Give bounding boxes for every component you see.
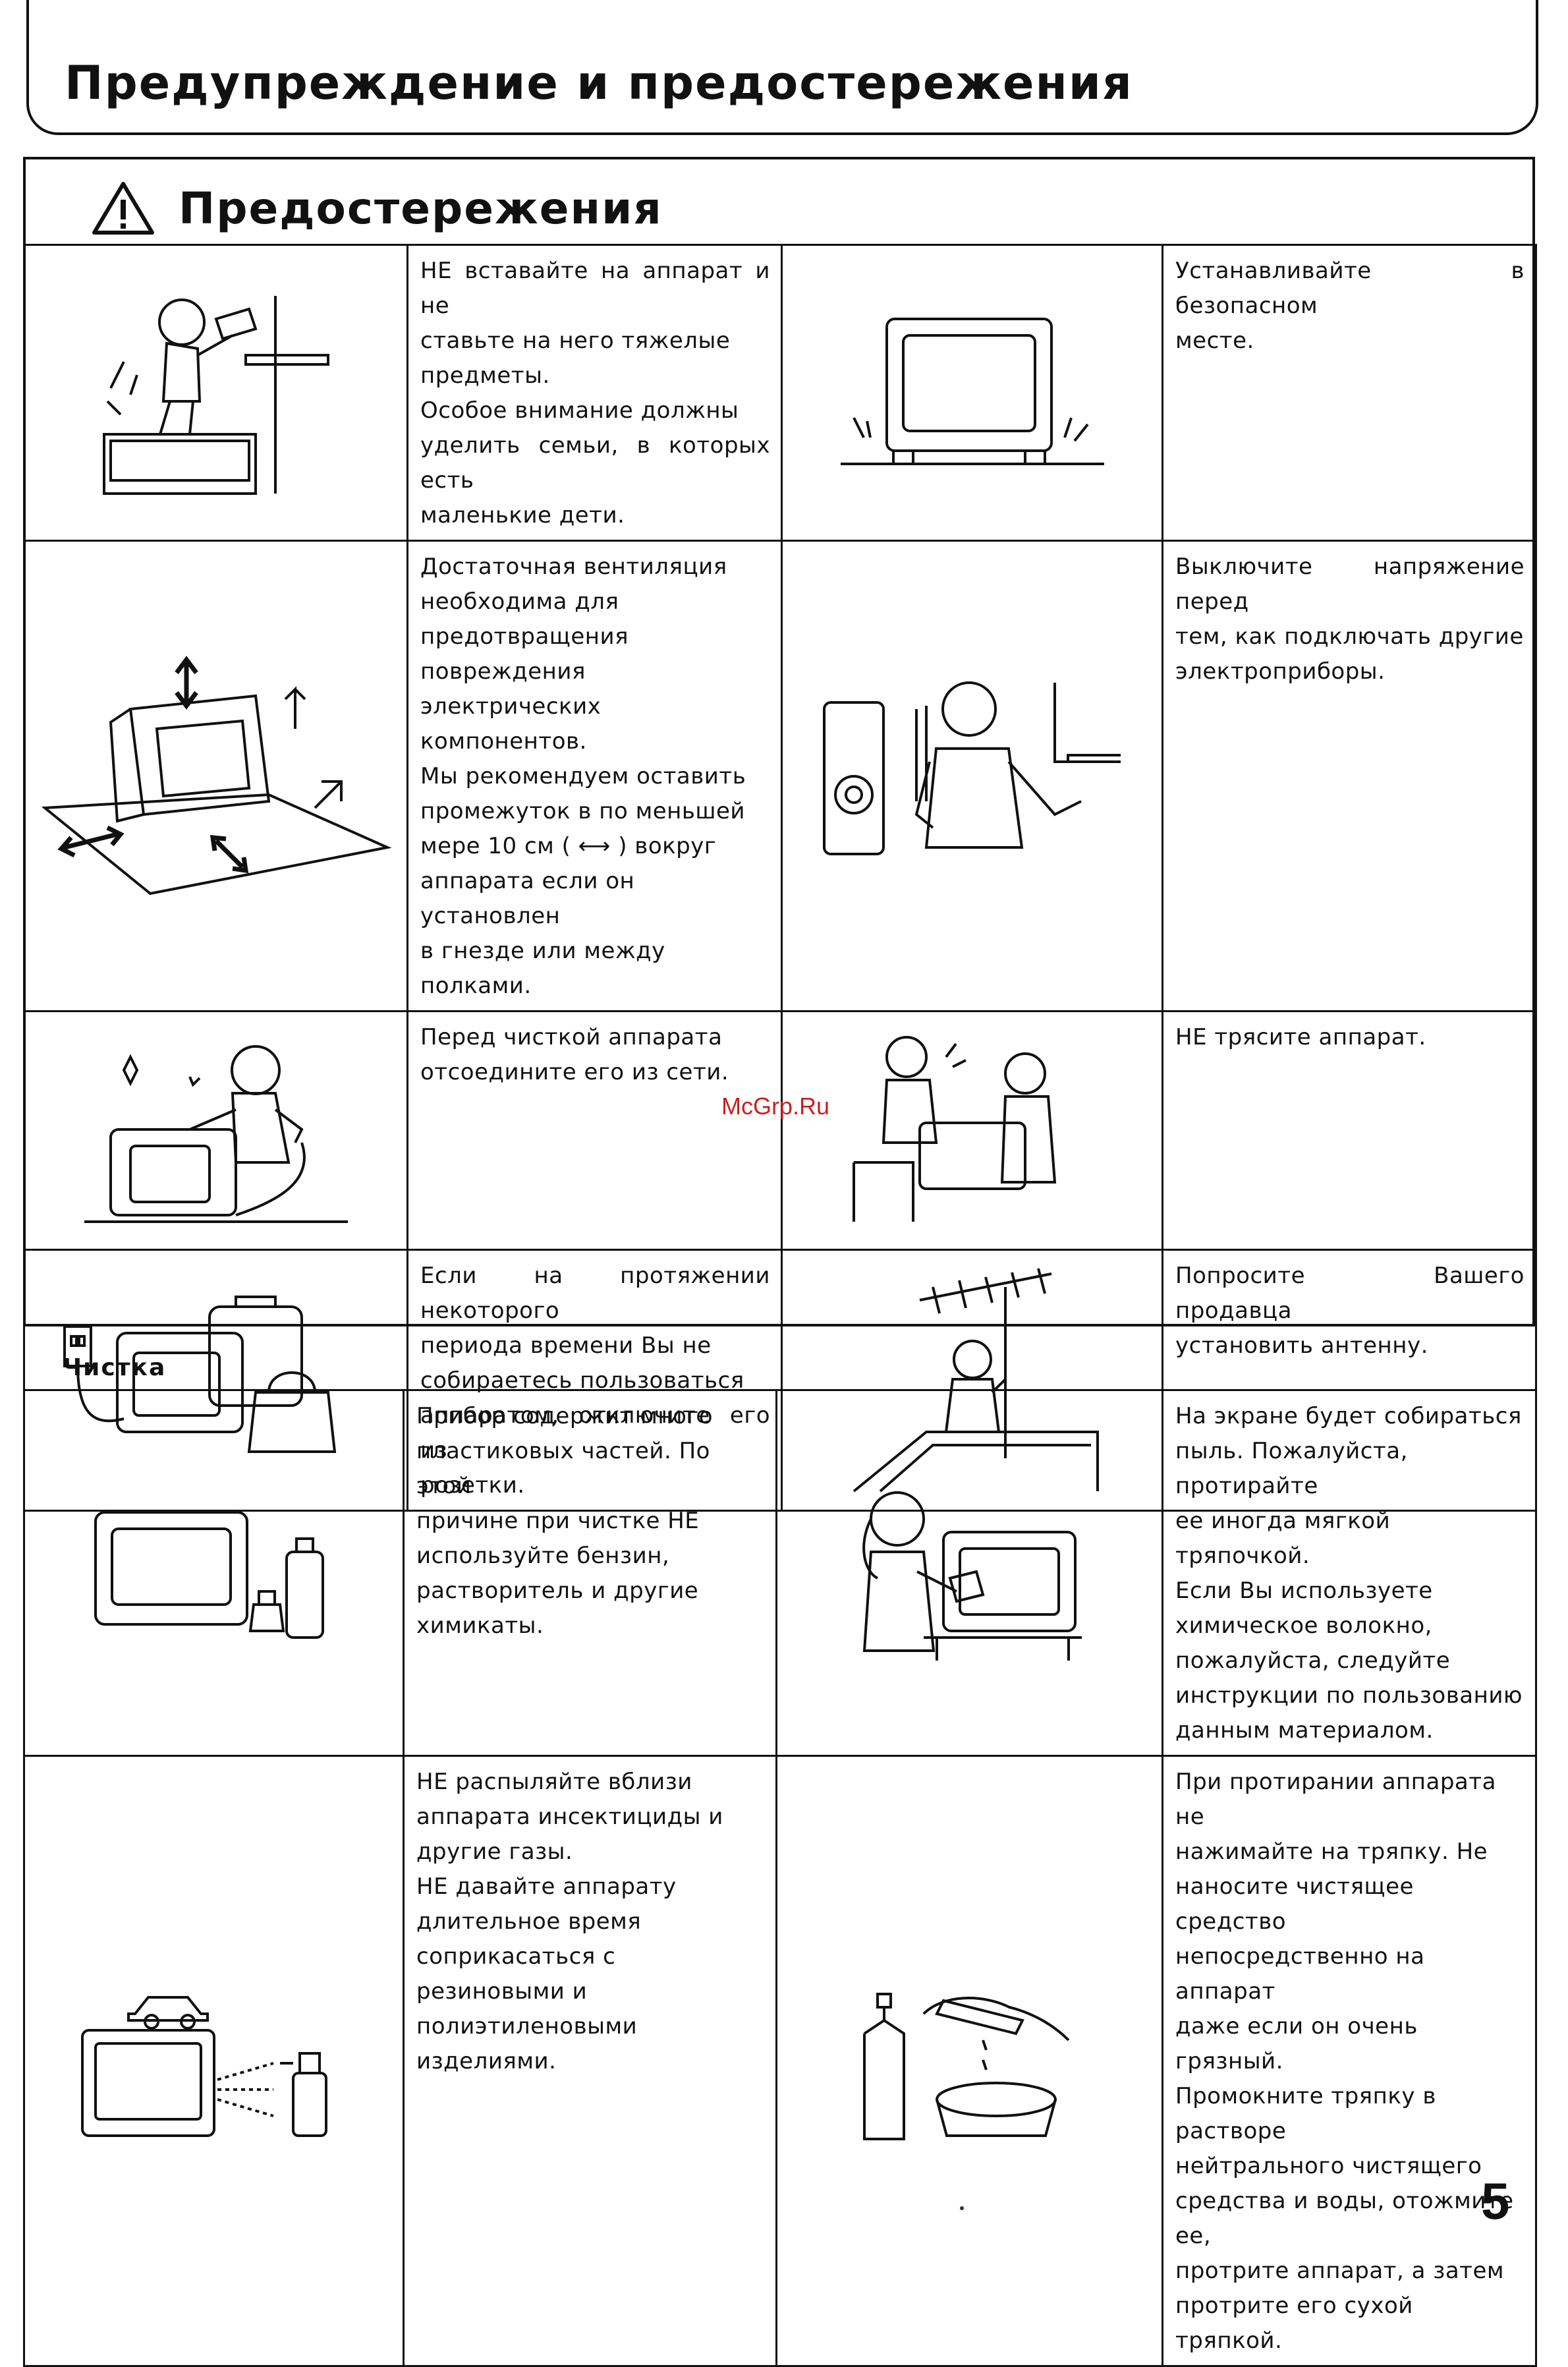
print-dot — [960, 2206, 964, 2210]
caution-picture-cell — [23, 540, 408, 1012]
cleaning-picture-cell — [23, 1389, 405, 1757]
child-climbing-tv-icon — [102, 296, 329, 495]
caution-text-cell: НЕ трясите аппарат. — [1162, 1010, 1537, 1251]
cleaning-heading: Чистка — [63, 1354, 167, 1381]
wringing-cloth-icon — [862, 1992, 1069, 2140]
tv-chemicals-icon — [94, 1511, 324, 1639]
caution-title: Предостережения — [179, 183, 663, 234]
woman-unplugging-tv-icon — [84, 1044, 348, 1223]
caution-picture-cell — [781, 540, 1163, 1012]
header-frame — [26, 0, 1538, 135]
men-carrying-tv-icon — [852, 1035, 1056, 1222]
caution-picture-cell — [23, 1010, 408, 1251]
cleaning-picture-cell — [775, 1389, 1163, 1757]
tv-stable-place-icon — [840, 318, 1104, 465]
caution-heading: Предостережения — [92, 181, 663, 235]
caution-picture-cell — [781, 1010, 1163, 1251]
caution-text: НЕ трясите аппарат. — [1175, 1024, 1426, 1050]
page-title: Предупреждение и предостережения — [65, 56, 1133, 110]
cleaning-picture-cell — [775, 1755, 1163, 2367]
warning-triangle-icon — [92, 182, 154, 235]
tv-spray-icon — [80, 1995, 327, 2137]
woman-wiping-screen-icon — [862, 1491, 1082, 1661]
tv-ventilation-icon — [41, 655, 392, 895]
caution-picture-cell — [781, 244, 1163, 542]
page-number: 5 — [1481, 2172, 1510, 2230]
cleaning-picture-cell — [23, 1755, 405, 2367]
watermark: McGrp.Ru — [721, 1093, 830, 1120]
man-connecting-cables-icon — [822, 681, 1121, 855]
caution-picture-cell — [23, 244, 408, 542]
